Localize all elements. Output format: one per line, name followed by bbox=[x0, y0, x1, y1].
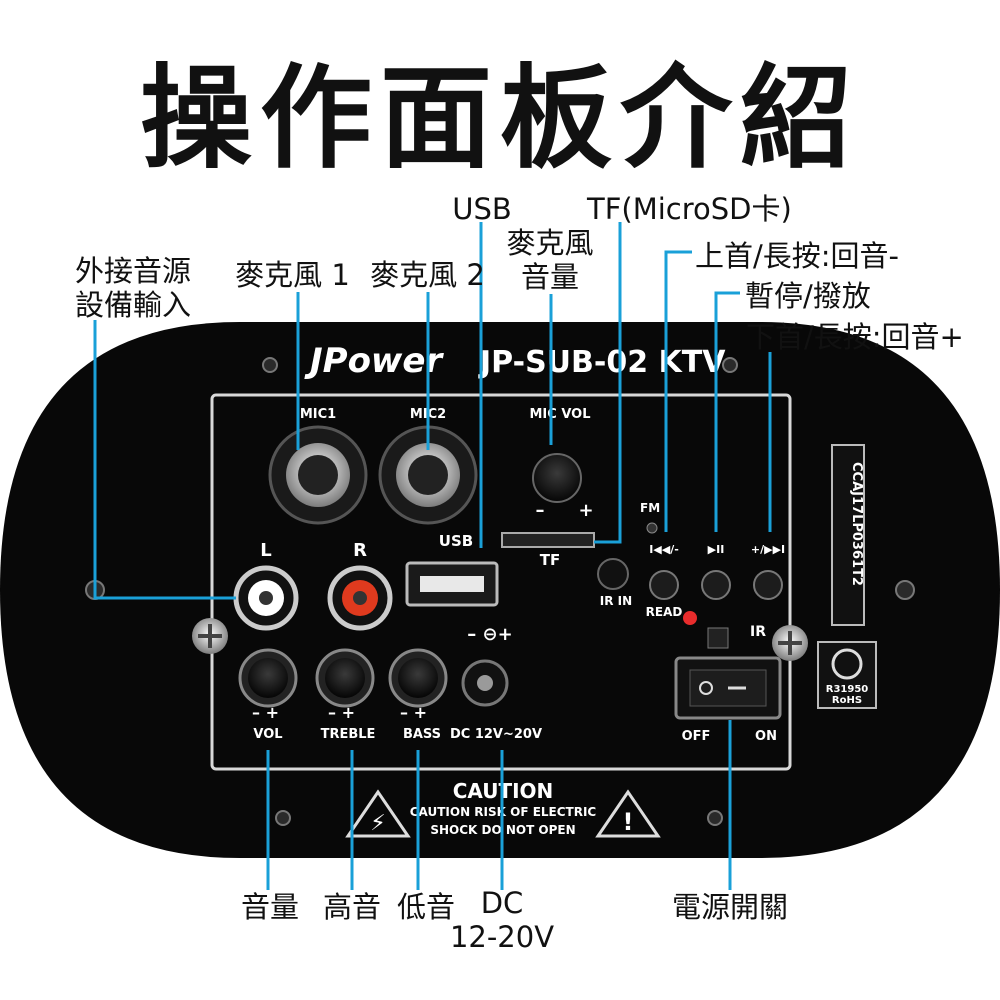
ir-in-label: IR IN bbox=[600, 594, 632, 608]
svg-text:– +: – + bbox=[328, 703, 355, 722]
ir-label: IR bbox=[750, 624, 766, 640]
svg-text:R31950: R31950 bbox=[826, 684, 869, 695]
on-label: ON bbox=[755, 729, 777, 744]
callout-prev-button: 上首/長按:回音- 暫停/撥放 bbox=[695, 236, 899, 316]
vol-label: VOL bbox=[253, 727, 282, 742]
mic1-label: MIC1 bbox=[300, 407, 336, 422]
panel-body bbox=[0, 322, 1000, 858]
model-name: JP-SUB-02 KTV bbox=[478, 345, 726, 380]
play-button-label: ▶II bbox=[708, 543, 725, 556]
page-title: 操作面板介紹 bbox=[140, 54, 860, 184]
mic-vol-knob bbox=[532, 453, 582, 503]
callout-line: 暫停/撥放 bbox=[745, 279, 871, 313]
ir-receiver bbox=[707, 627, 729, 649]
l-label: L bbox=[260, 540, 271, 561]
callout-mic-volume: 麥克風 音量 bbox=[490, 226, 610, 294]
svg-text:CCAJ17LP0361T2: CCAJ17LP0361T2 bbox=[849, 462, 864, 586]
mic-vol-label: MIC VOL bbox=[529, 407, 590, 422]
callout-line: 設備輸入 bbox=[74, 288, 191, 322]
callout-usb: USB bbox=[452, 192, 512, 226]
usb-port bbox=[405, 561, 499, 607]
callout-tf-card: TF(MicroSD卡) bbox=[587, 192, 792, 226]
callout-mic1: 麥克風 1 bbox=[235, 258, 350, 292]
brand-logo: JPower bbox=[304, 341, 444, 381]
status-led bbox=[683, 611, 697, 625]
tf-slot bbox=[501, 532, 595, 548]
usb-panel-label: USB bbox=[439, 532, 473, 550]
bass-label: BASS bbox=[403, 727, 441, 742]
callout-line: 上首/長按:回音- bbox=[695, 239, 900, 273]
callout-mic2: 麥克風 2 bbox=[370, 258, 485, 292]
power-switch bbox=[674, 656, 782, 720]
callout-line: DC bbox=[480, 886, 524, 920]
tf-label: TF bbox=[540, 551, 560, 569]
callout-power-switch: 電源開關 bbox=[671, 890, 788, 924]
ir-in-jack bbox=[597, 558, 629, 590]
r-label: R bbox=[353, 540, 367, 561]
screw-icon bbox=[85, 357, 915, 826]
next-button-label: +/▶▶I bbox=[751, 543, 785, 556]
svg-text:– +: – + bbox=[400, 703, 427, 722]
prev-button-label: I◀◀/- bbox=[649, 543, 679, 556]
bass-knob bbox=[388, 648, 448, 708]
off-label: OFF bbox=[682, 729, 711, 744]
svg-text:–: – bbox=[536, 500, 545, 521]
read-label: READ bbox=[646, 605, 683, 619]
callout-volume: 音量 bbox=[240, 890, 299, 924]
callout-line: 麥克風 bbox=[506, 226, 594, 260]
svg-text:– ⊖+: – ⊖+ bbox=[467, 624, 512, 645]
svg-text:⚡: ⚡ bbox=[370, 811, 385, 836]
callout-external-input: 外接音源 設備輸入 bbox=[58, 254, 208, 322]
next-button bbox=[753, 570, 783, 600]
exclamation-triangle-icon: ! bbox=[595, 789, 661, 838]
callout-line: 音量 bbox=[520, 260, 579, 294]
dc-jack bbox=[461, 659, 509, 707]
mic2-jack bbox=[378, 425, 478, 525]
fm-antenna-hole bbox=[646, 522, 658, 534]
leader-lines bbox=[93, 222, 772, 890]
play-pause-button bbox=[701, 570, 731, 600]
vol-knob bbox=[238, 648, 298, 708]
svg-text:+: + bbox=[578, 500, 593, 521]
rca-right-jack bbox=[327, 565, 393, 631]
certification-sticker: CCAJ17LP0361T2 bbox=[831, 444, 865, 626]
fm-label: FM bbox=[640, 501, 660, 515]
rohs-badge: R31950 RoHS bbox=[817, 641, 877, 709]
svg-text:!: ! bbox=[623, 808, 634, 836]
warning-triangle-icon: ⚡ bbox=[345, 789, 411, 838]
callout-next-button: 下首/長按:回音+ bbox=[746, 320, 964, 354]
dc-label: DC 12V~20V bbox=[450, 727, 542, 742]
prev-button bbox=[649, 570, 679, 600]
mic1-jack bbox=[268, 425, 368, 525]
callout-bass: 低音 bbox=[396, 890, 455, 924]
callout-treble: 高音 bbox=[322, 890, 381, 924]
rca-left-jack bbox=[233, 565, 299, 631]
callout-line: 12-20V bbox=[449, 920, 555, 954]
treble-label: TREBLE bbox=[321, 727, 376, 742]
callout-line: 外接音源 bbox=[74, 254, 191, 288]
treble-knob bbox=[315, 648, 375, 708]
svg-text:– +: – + bbox=[252, 703, 279, 722]
svg-text:RoHS: RoHS bbox=[832, 695, 862, 706]
callout-dc: DC 12-20V bbox=[446, 886, 558, 954]
